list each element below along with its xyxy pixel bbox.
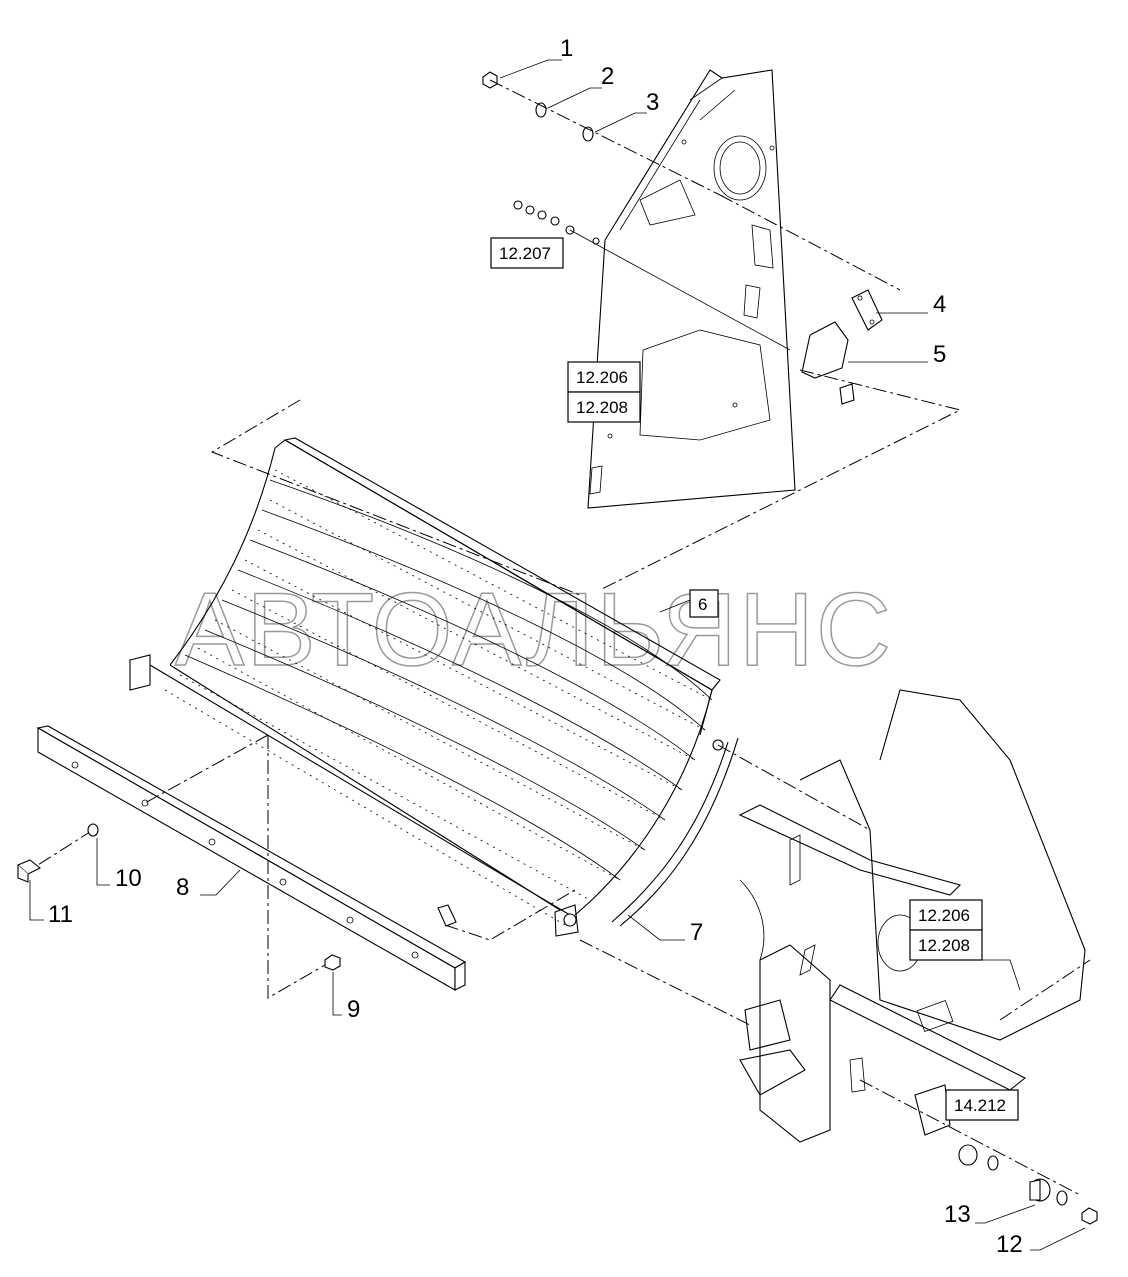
reference-14212: 14.212 <box>954 1096 1006 1115</box>
washer-lower <box>1056 1190 1068 1206</box>
reference-12206-top: 12.206 <box>576 368 628 387</box>
guide-plate-5 <box>801 321 855 405</box>
reference-12208-right: 12.208 <box>918 936 970 955</box>
washer-10 <box>87 823 99 837</box>
concave-grate-6 <box>129 399 724 937</box>
callout-2: 2 <box>601 63 614 90</box>
reference-12208-top: 12.208 <box>576 398 628 417</box>
bolt-11 <box>16 859 42 883</box>
front-bar-8 <box>36 725 467 991</box>
bushing-upper <box>958 1144 978 1166</box>
reference-12207: 12.207 <box>499 244 551 263</box>
frame-assembly-right <box>738 689 1086 1143</box>
nut-9 <box>324 954 341 971</box>
bushing-13 <box>1029 1178 1051 1202</box>
callout-6-box <box>689 589 719 618</box>
callout-8: 8 <box>176 874 189 901</box>
nut-12 <box>1081 1207 1098 1225</box>
side-plate-top <box>587 69 796 509</box>
bolt-group-12207 <box>513 200 600 245</box>
callout-6: 6 <box>698 595 707 614</box>
watermark: АВТОАЛЬЯНС <box>175 572 893 688</box>
callout-11: 11 <box>48 901 73 928</box>
bolt-small <box>437 904 457 927</box>
reference-box-12206-12208-right: 12.206 12.208 <box>909 899 983 961</box>
reference-box-14212: 14.212 <box>945 1089 1019 1121</box>
callout-12: 12 <box>996 1231 1023 1258</box>
reference-box-12207: 12.207 <box>490 237 564 269</box>
reference-12206-right: 12.206 <box>918 906 970 925</box>
cover-plate-4 <box>851 289 883 331</box>
leader-lines <box>29 59 1086 1251</box>
curved-strip-7 <box>611 737 739 927</box>
callout-3: 3 <box>646 89 659 116</box>
washer-upper <box>987 1155 999 1171</box>
callout-7: 7 <box>690 919 703 946</box>
callout-10: 10 <box>115 865 142 892</box>
callout-13: 13 <box>944 1201 971 1228</box>
callout-5: 5 <box>933 341 946 368</box>
callout-9: 9 <box>347 996 360 1023</box>
reference-box-12206-12208-top: 12.206 12.208 <box>567 361 641 423</box>
callout-1: 1 <box>560 35 573 62</box>
callout-4: 4 <box>933 291 946 318</box>
